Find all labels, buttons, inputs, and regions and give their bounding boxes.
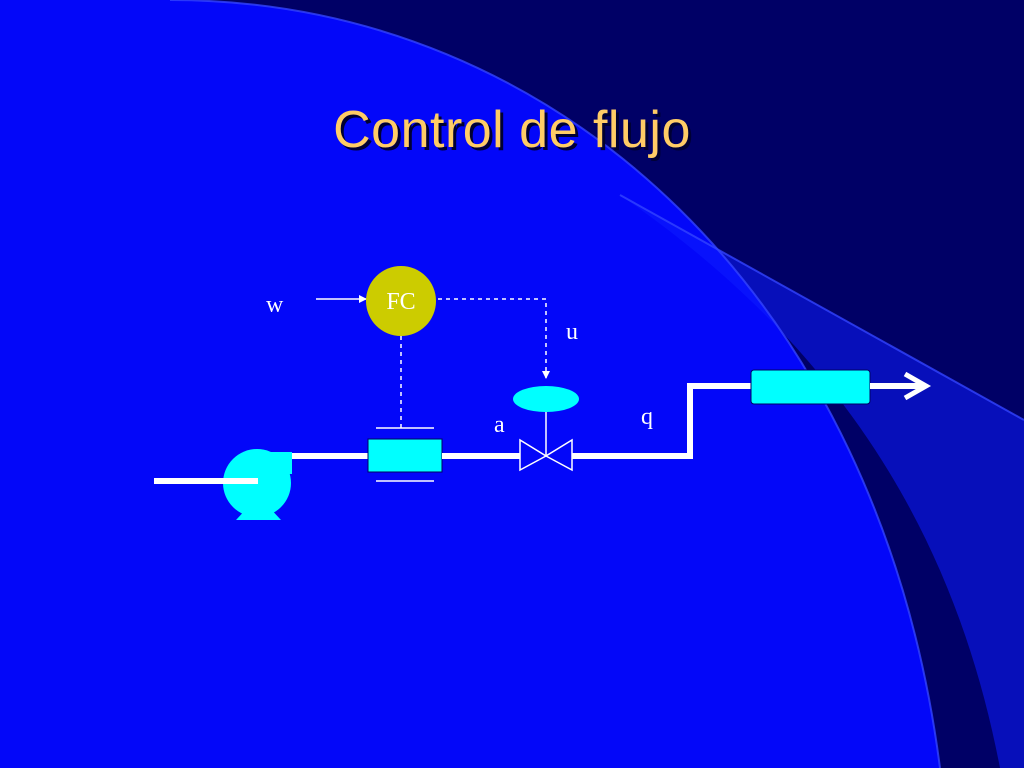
pump (220, 449, 292, 520)
setpoint-label: w (266, 292, 284, 318)
valve-actuator (513, 386, 579, 412)
background-wedge (620, 195, 1024, 768)
slide-title: Control de flujo (333, 101, 691, 159)
background-bright-region (0, 0, 940, 768)
valve-body-right (544, 438, 573, 472)
valve-opening-label: a (494, 412, 505, 438)
flow-controller-circle (366, 266, 436, 336)
background-arc-line (169, 0, 941, 768)
flow-meter (367, 427, 443, 482)
process-unit (750, 369, 871, 405)
control-signal-line (438, 298, 550, 379)
flow-controller-label: FC (386, 289, 415, 315)
outlet-pipe (572, 383, 752, 459)
flow-meter-body (367, 438, 443, 473)
flow-label: q (641, 404, 653, 430)
background-bright-shade (0, 0, 940, 768)
control-signal-label: u (566, 319, 578, 345)
valve-body-left (519, 438, 548, 472)
control-valve (513, 386, 579, 472)
background-diagonal-line (619, 194, 1024, 421)
outlet-arrowhead (903, 371, 932, 401)
